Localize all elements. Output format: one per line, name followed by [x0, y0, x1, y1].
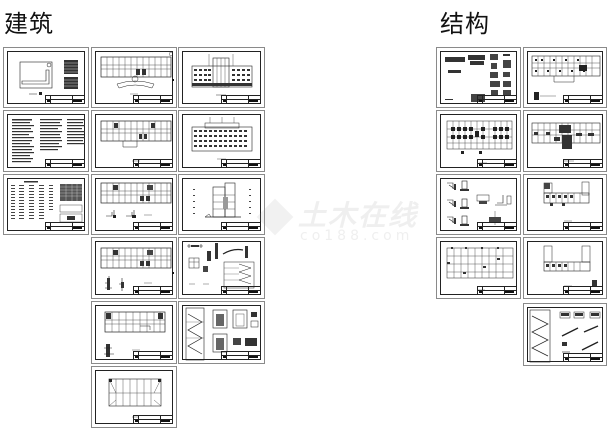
- struct-sheet-stair-structure[interactable]: [523, 303, 607, 366]
- title-block: [133, 222, 173, 231]
- title-block: [477, 159, 517, 168]
- roof-plan-drawing: [108, 378, 162, 418]
- elevation-drawing: [191, 54, 253, 96]
- title-block: [221, 351, 261, 360]
- title-block: [45, 159, 85, 168]
- title-block: [221, 286, 261, 295]
- title-block: [563, 286, 603, 295]
- title-block: [563, 95, 603, 104]
- beam-grid-drawing: [446, 247, 514, 291]
- notes-text-block: [12, 119, 85, 163]
- schedule-table: [11, 181, 83, 223]
- column-layout-drawing: [446, 120, 513, 164]
- title-block: [133, 95, 173, 104]
- struct-sheet-roof-slab-plan[interactable]: [523, 237, 607, 299]
- title-block: [221, 95, 261, 104]
- arch-sheet-floor-plan-details[interactable]: [91, 174, 177, 235]
- title-block: [133, 415, 173, 424]
- details-drawing: [447, 180, 512, 226]
- site-plan-drawing: [19, 60, 78, 95]
- arch-sheet-section[interactable]: [178, 174, 265, 235]
- arch-sheet-node-details[interactable]: [178, 237, 265, 299]
- stair-structure-drawing: [529, 309, 601, 363]
- title-block: [221, 159, 261, 168]
- struct-sheet-foundation-plan[interactable]: [523, 47, 607, 108]
- arch-sheet-front-elevation[interactable]: [178, 47, 265, 108]
- slab-plan-drawing: [543, 181, 590, 222]
- section-drawing: [193, 182, 251, 218]
- watermark-subtext: co188.com: [300, 228, 414, 244]
- watermark-text: 土木在线: [298, 199, 419, 232]
- title-block: [477, 222, 517, 231]
- arch-sheet-design-notes[interactable]: [3, 110, 89, 172]
- floor-plan-drawing: [104, 311, 166, 357]
- title-block: [563, 159, 603, 168]
- arch-sheet-ground-floor-plan[interactable]: [91, 47, 177, 108]
- title-block: [477, 95, 517, 104]
- watermark: 土木在线 co188.com: [256, 190, 419, 250]
- arch-sheet-site-plan[interactable]: [3, 47, 89, 108]
- arch-sheet-upper-floor-plan[interactable]: [91, 110, 177, 172]
- arch-sheet-stair-details[interactable]: [178, 301, 265, 364]
- struct-sheet-foundation-details[interactable]: [436, 174, 521, 235]
- title-block: [45, 222, 85, 231]
- arch-sheet-rear-elevation[interactable]: [178, 110, 265, 172]
- arch-sheet-typical-floor-plan[interactable]: [91, 237, 177, 299]
- struct-sheet-beam-grid[interactable]: [436, 237, 521, 299]
- struct-sheet-beam-reinforcement[interactable]: [523, 110, 607, 172]
- elevation-drawing: [191, 117, 253, 160]
- arch-sheet-door-window-schedule[interactable]: [3, 174, 89, 235]
- title-block: [133, 351, 173, 360]
- foundation-plan-drawing: [531, 55, 601, 100]
- floor-plan-drawing: [100, 247, 174, 291]
- title-block: [221, 222, 261, 231]
- title-block: [563, 222, 603, 231]
- struct-sheet-slab-plan[interactable]: [523, 174, 607, 235]
- stair-drawing: [185, 307, 259, 361]
- structure-group-title: 结构: [440, 10, 490, 38]
- floor-plan-drawing: [100, 182, 172, 218]
- arch-sheet-roof-plan[interactable]: [91, 366, 177, 428]
- beam-plan-drawing: [531, 122, 601, 162]
- struct-sheet-notes[interactable]: [436, 47, 521, 108]
- title-block: [45, 95, 85, 104]
- floor-plan-drawing: [100, 51, 174, 95]
- title-block: [133, 286, 173, 295]
- architecture-group-title: 建筑: [4, 10, 54, 38]
- title-block: [563, 353, 603, 362]
- arch-sheet-top-floor-plan[interactable]: [91, 301, 177, 364]
- title-block: [477, 286, 517, 295]
- title-block: [133, 159, 173, 168]
- struct-sheet-column-layout[interactable]: [436, 110, 521, 172]
- slab-plan-drawing: [543, 245, 597, 287]
